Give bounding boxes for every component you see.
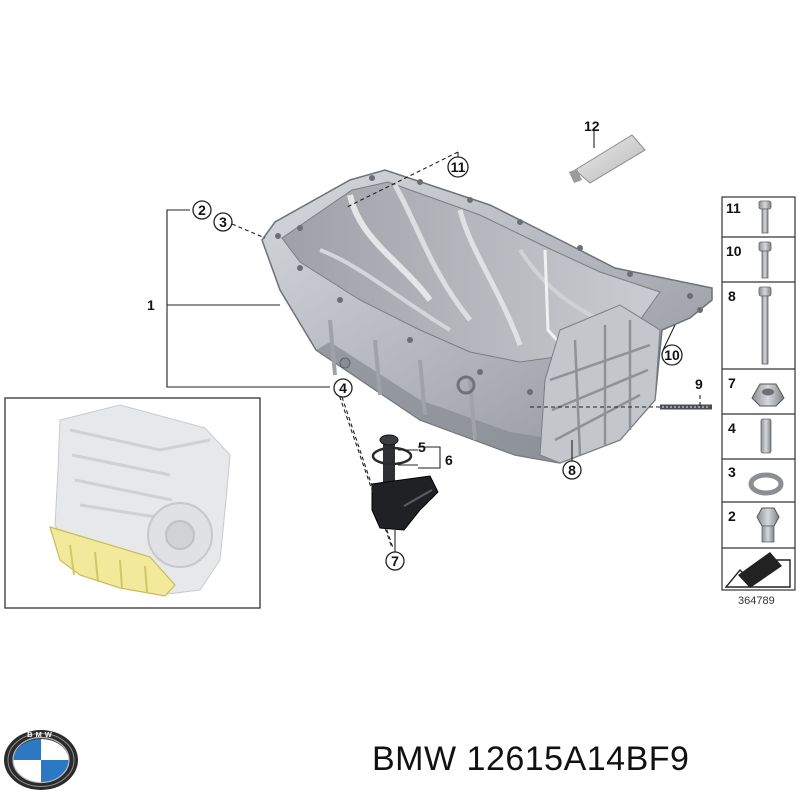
- callout-12: 12: [584, 118, 600, 134]
- parts-legend: 11 10 8 7 4 3: [721, 196, 796, 607]
- drain-plug-icon: [756, 507, 780, 543]
- callout-9: 9: [695, 376, 703, 392]
- legend-num-8: 8: [728, 288, 736, 304]
- long-bolt-icon: [758, 286, 772, 365]
- callout-4: 4: [339, 380, 347, 396]
- legend-num-10: 10: [726, 243, 742, 259]
- callout-7: 7: [391, 553, 399, 569]
- callout-2: 2: [198, 202, 206, 218]
- callout-5: 5: [418, 439, 426, 455]
- callout-11: 11: [451, 159, 466, 175]
- engine-locator-inset: [4, 397, 261, 609]
- dowel-pin-icon: [760, 418, 772, 454]
- oil-pan-illustration: [261, 169, 713, 464]
- legend-num-11: 11: [726, 200, 741, 216]
- callout-1: 1: [147, 297, 155, 313]
- callout-3: 3: [219, 214, 227, 230]
- logo-letters: BMW: [27, 730, 55, 739]
- reference-number: 364789: [738, 595, 775, 607]
- legend-num-4: 4: [728, 420, 736, 436]
- callout-6: 6: [445, 452, 453, 468]
- oil-level-sensor-illustration: [371, 434, 439, 531]
- sealant-arrow-icon: [724, 552, 791, 588]
- callout-10: 10: [664, 347, 680, 363]
- bolt-icon: [758, 200, 772, 234]
- legend-num-3: 3: [728, 464, 736, 480]
- legend-num-7: 7: [728, 375, 736, 391]
- callout-8: 8: [568, 462, 576, 478]
- legend-num-2: 2: [728, 508, 736, 524]
- part-number-caption: BMW 12615A14BF9: [372, 740, 690, 778]
- callout-markers: 1 2 3 4 5 6 7 8 9 10 11 12: [147, 118, 703, 571]
- bmw-logo-icon: BMW: [4, 730, 78, 790]
- bolt-icon: [758, 241, 772, 279]
- sealant-tube-illustration: [569, 134, 646, 184]
- hex-nut-icon: [751, 383, 785, 407]
- sealing-ring-icon: [748, 472, 784, 496]
- leader-lines: [166, 130, 701, 552]
